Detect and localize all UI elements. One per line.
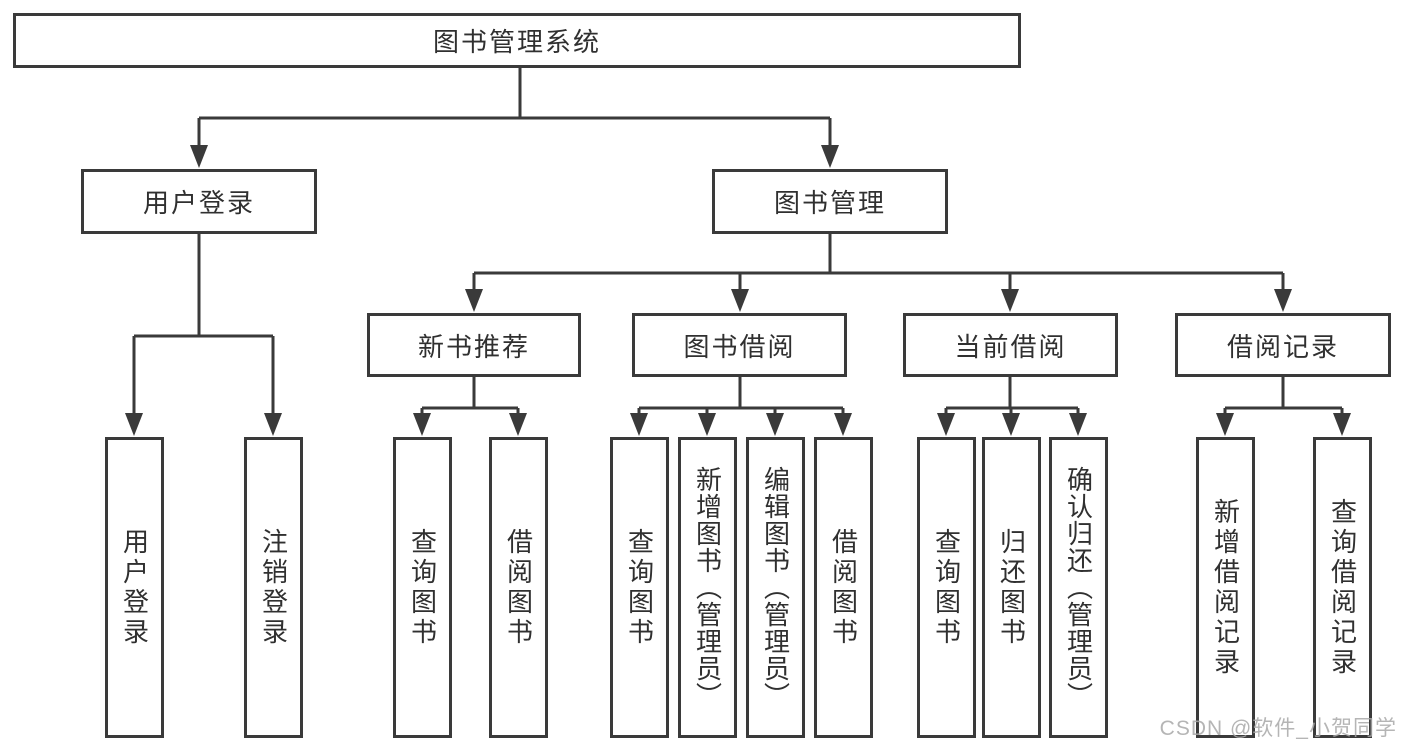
leaf-borrow-books-borrowing: 借阅图书 [814,437,873,738]
leaf-add-borrow-record: 新增借阅记录 [1196,437,1255,738]
arrowhead-borrow-records [1274,289,1292,312]
arrowhead-nb-borrow [509,413,527,436]
arrowhead-bb-borrow [834,413,852,436]
node-current-borrowing: 当前借阅 [903,313,1118,377]
arrowhead-book-management [821,145,839,168]
node-book-management: 图书管理 [712,169,948,234]
connector-current-borrow-children [944,377,1080,418]
arrowhead-current-borrow [1001,289,1019,312]
leaf-borrow-books-recommendation: 借阅图书 [489,437,548,738]
connector-book-borrow-children [637,377,845,418]
leaf-edit-books-admin: 编辑图书（管理员） [746,437,805,738]
arrowhead-new-book [465,289,483,312]
node-user-login: 用户登录 [81,169,317,234]
arrowhead-cb-query [937,413,955,436]
leaf-query-books-borrowing: 查询图书 [610,437,669,738]
arrowhead-nb-query [413,413,431,436]
node-borrowing-records: 借阅记录 [1175,313,1391,377]
leaf-query-borrow-record: 查询借阅记录 [1313,437,1372,738]
arrowhead-cb-return [1002,413,1020,436]
arrowhead-bb-edit [766,413,784,436]
connector-new-book-children [420,377,520,418]
leaf-return-books: 归还图书 [982,437,1041,738]
leaf-user-login: 用户登录 [105,437,164,738]
leaf-add-books-admin: 新增图书（管理员） [678,437,737,738]
connector-root-to-level2 [197,66,832,150]
node-new-book-recommendation: 新书推荐 [367,313,581,377]
arrowhead-br-add [1216,413,1234,436]
arrowhead-cb-confirm [1069,413,1087,436]
connector-borrow-records-children [1223,377,1344,418]
arrowhead-book-borrow [731,289,749,312]
leaf-confirm-return-admin: 确认归还（管理员） [1049,437,1108,738]
connector-user-login-children [132,234,275,418]
arrowhead-user-login [190,145,208,168]
arrowhead-bb-add [698,413,716,436]
node-root-library-management-system: 图书管理系统 [13,13,1021,68]
connector-book-management-children [472,234,1285,294]
leaf-query-books-recommendation: 查询图书 [393,437,452,738]
csdn-watermark: CSDN @软件_小贺同学 [1159,717,1397,740]
arrowhead-br-query [1333,413,1351,436]
arrowhead-bb-query [630,413,648,436]
arrowhead-logout-leaf [264,413,282,436]
arrowhead-user-login-leaf [125,413,143,436]
node-book-borrowing: 图书借阅 [632,313,847,377]
leaf-logout: 注销登录 [244,437,303,738]
leaf-query-books-current: 查询图书 [917,437,976,738]
